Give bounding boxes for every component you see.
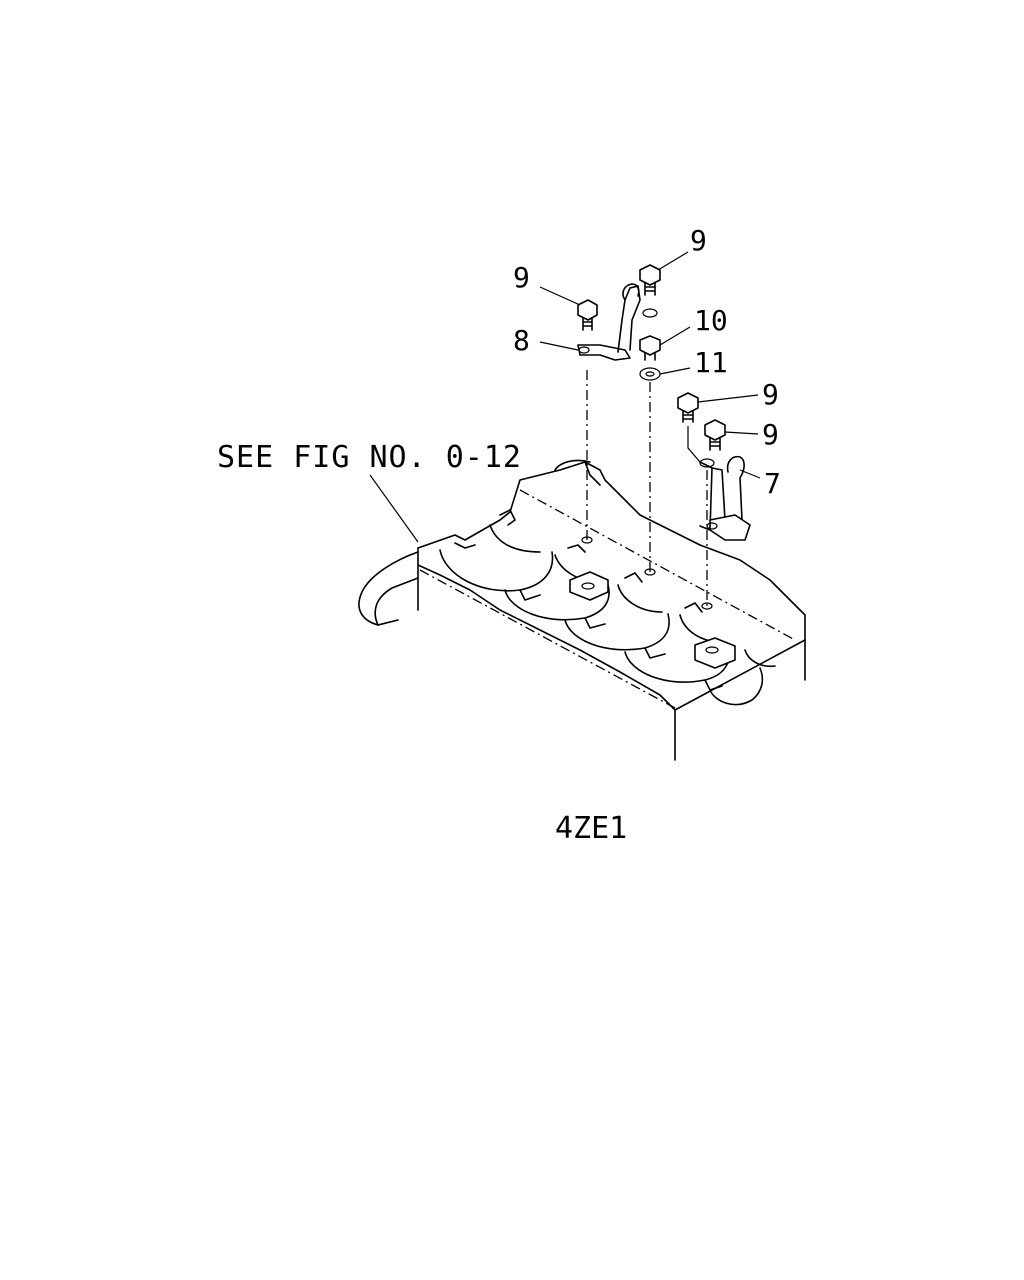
bolt-part-9-c bbox=[677, 392, 699, 423]
bolt-part-9-d bbox=[704, 419, 726, 451]
model-code: 4ZE1 bbox=[555, 811, 627, 846]
assembly-lines bbox=[586, 370, 708, 606]
callout-7: 7 bbox=[764, 467, 781, 500]
callout-9-lower: 9 bbox=[762, 418, 779, 451]
reference-note: SEE FIG NO. 0-12 bbox=[217, 440, 522, 475]
valve-part-10 bbox=[639, 308, 661, 361]
callout-9-top: 9 bbox=[690, 224, 707, 257]
callout-9-left: 9 bbox=[513, 261, 530, 294]
callout-11: 11 bbox=[694, 346, 728, 379]
oil-jet-part-8 bbox=[577, 283, 641, 361]
callout-9-mid: 9 bbox=[762, 378, 779, 411]
washer-part-11 bbox=[639, 367, 661, 381]
callout-labels: 9 9 8 10 11 9 9 7 bbox=[513, 224, 781, 500]
callout-10: 10 bbox=[694, 304, 728, 337]
callout-8: 8 bbox=[513, 324, 530, 357]
bolt-part-9-a bbox=[577, 299, 598, 331]
washer-part-7-seat bbox=[699, 458, 715, 468]
oil-jet-part-7 bbox=[699, 455, 751, 541]
leader-lines bbox=[369, 251, 761, 543]
cylinder-block-drawing bbox=[358, 459, 806, 761]
bolt-part-9-b bbox=[639, 264, 661, 296]
